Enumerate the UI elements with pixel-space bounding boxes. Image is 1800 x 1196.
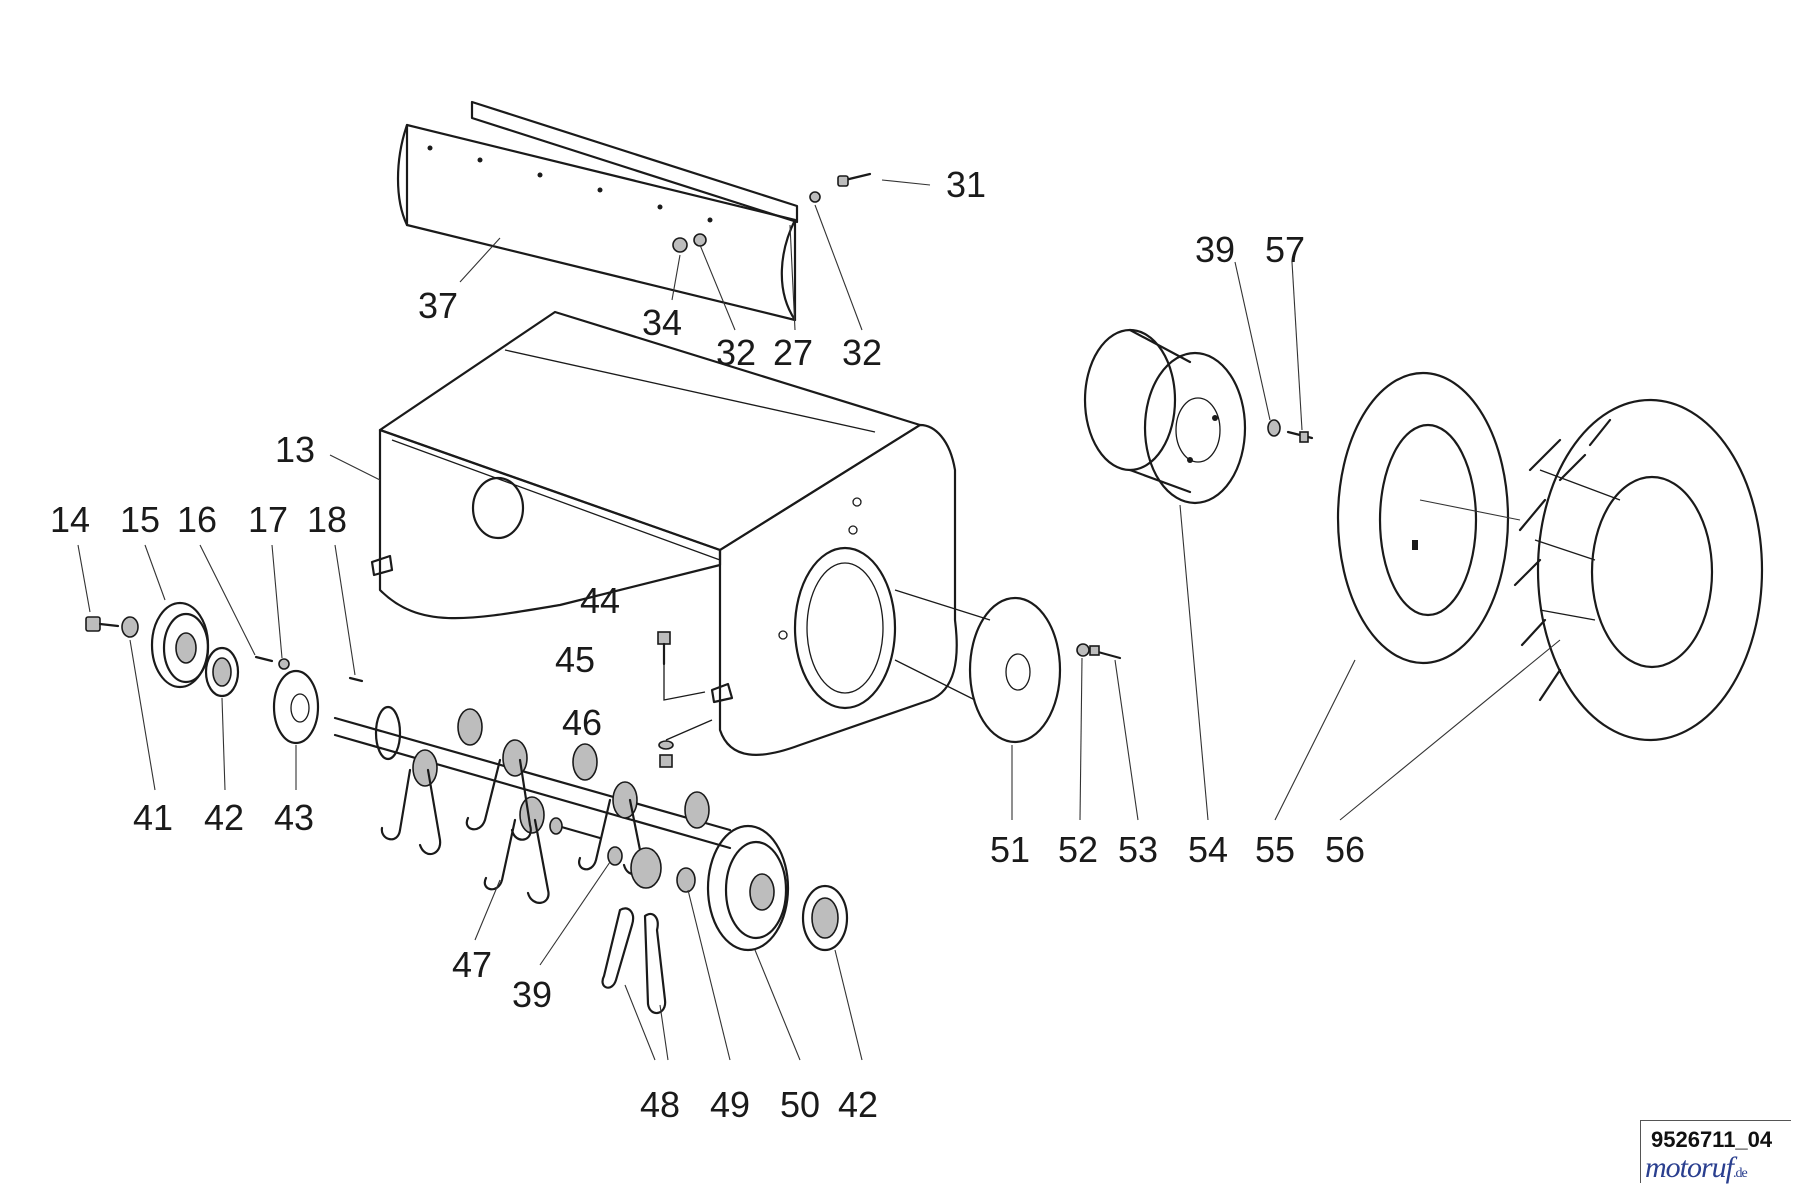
label-37: 37 bbox=[418, 285, 458, 326]
washer-39 bbox=[607, 846, 623, 866]
bolt-31 bbox=[809, 172, 872, 203]
watermark-name: motoruf bbox=[1645, 1151, 1734, 1184]
label-14: 14 bbox=[50, 499, 90, 540]
pulley-50 bbox=[706, 824, 790, 952]
rim-54 bbox=[1083, 328, 1247, 505]
watermark-logo: motoruf.de bbox=[1645, 1151, 1748, 1185]
tine-shaft bbox=[333, 705, 732, 850]
tube-55 bbox=[1336, 371, 1510, 665]
label-57: 57 bbox=[1265, 229, 1305, 270]
label-17: 17 bbox=[248, 499, 288, 540]
rubber-strip bbox=[470, 100, 799, 224]
bearing-42-right bbox=[801, 884, 849, 952]
drawing-code-box: 9526711_04 motoruf.de bbox=[1640, 1120, 1791, 1185]
watermark-tld: .de bbox=[1733, 1166, 1748, 1181]
label-53: 53 bbox=[1118, 829, 1158, 870]
label-13: 13 bbox=[275, 429, 315, 470]
label-56: 56 bbox=[1325, 829, 1365, 870]
part-labels: 31 37 34 32 27 32 39 57 13 14 15 16 17 1… bbox=[50, 164, 1365, 1125]
bolt-44 bbox=[657, 631, 671, 666]
collar-49 bbox=[630, 847, 696, 893]
tines-47-48 bbox=[380, 758, 667, 1014]
label-42-right: 42 bbox=[838, 1084, 878, 1125]
label-15: 15 bbox=[120, 499, 160, 540]
bearing-42-left bbox=[204, 646, 240, 698]
label-31: 31 bbox=[946, 164, 986, 205]
nut-46 bbox=[658, 740, 674, 768]
label-49: 49 bbox=[710, 1084, 750, 1125]
label-46: 46 bbox=[562, 702, 602, 743]
washer-39-bolt-57 bbox=[1267, 419, 1314, 443]
washer-52-bolt-53 bbox=[1076, 643, 1122, 660]
label-39-bottom: 39 bbox=[512, 974, 552, 1015]
label-39-top: 39 bbox=[1195, 229, 1235, 270]
bolt-14 bbox=[85, 616, 139, 638]
bolt-47 bbox=[549, 817, 602, 840]
label-47: 47 bbox=[452, 944, 492, 985]
flange-43 bbox=[272, 669, 320, 745]
label-42-left: 42 bbox=[204, 797, 244, 838]
key-17 bbox=[254, 655, 290, 670]
pulley-15 bbox=[150, 601, 210, 689]
label-18: 18 bbox=[307, 499, 347, 540]
label-34: 34 bbox=[642, 302, 682, 343]
label-48: 48 bbox=[640, 1084, 680, 1125]
label-55: 55 bbox=[1255, 829, 1295, 870]
label-50: 50 bbox=[780, 1084, 820, 1125]
drawing-code: 9526711_04 bbox=[1651, 1127, 1773, 1152]
label-16: 16 bbox=[177, 499, 217, 540]
label-54: 54 bbox=[1188, 829, 1228, 870]
label-41: 41 bbox=[133, 797, 173, 838]
label-32-right: 32 bbox=[842, 332, 882, 373]
label-32-left: 32 bbox=[716, 332, 756, 373]
label-51: 51 bbox=[990, 829, 1030, 870]
label-27: 27 bbox=[773, 332, 813, 373]
tine-housing bbox=[370, 310, 958, 756]
leader-lines bbox=[77, 179, 1561, 1061]
label-52: 52 bbox=[1058, 829, 1098, 870]
nut-34 bbox=[672, 233, 707, 253]
label-45: 45 bbox=[555, 639, 595, 680]
pin-18 bbox=[348, 676, 364, 683]
tyre-56 bbox=[1513, 398, 1764, 742]
label-43: 43 bbox=[274, 797, 314, 838]
side-disc-51 bbox=[968, 596, 1062, 744]
label-44: 44 bbox=[580, 580, 620, 621]
